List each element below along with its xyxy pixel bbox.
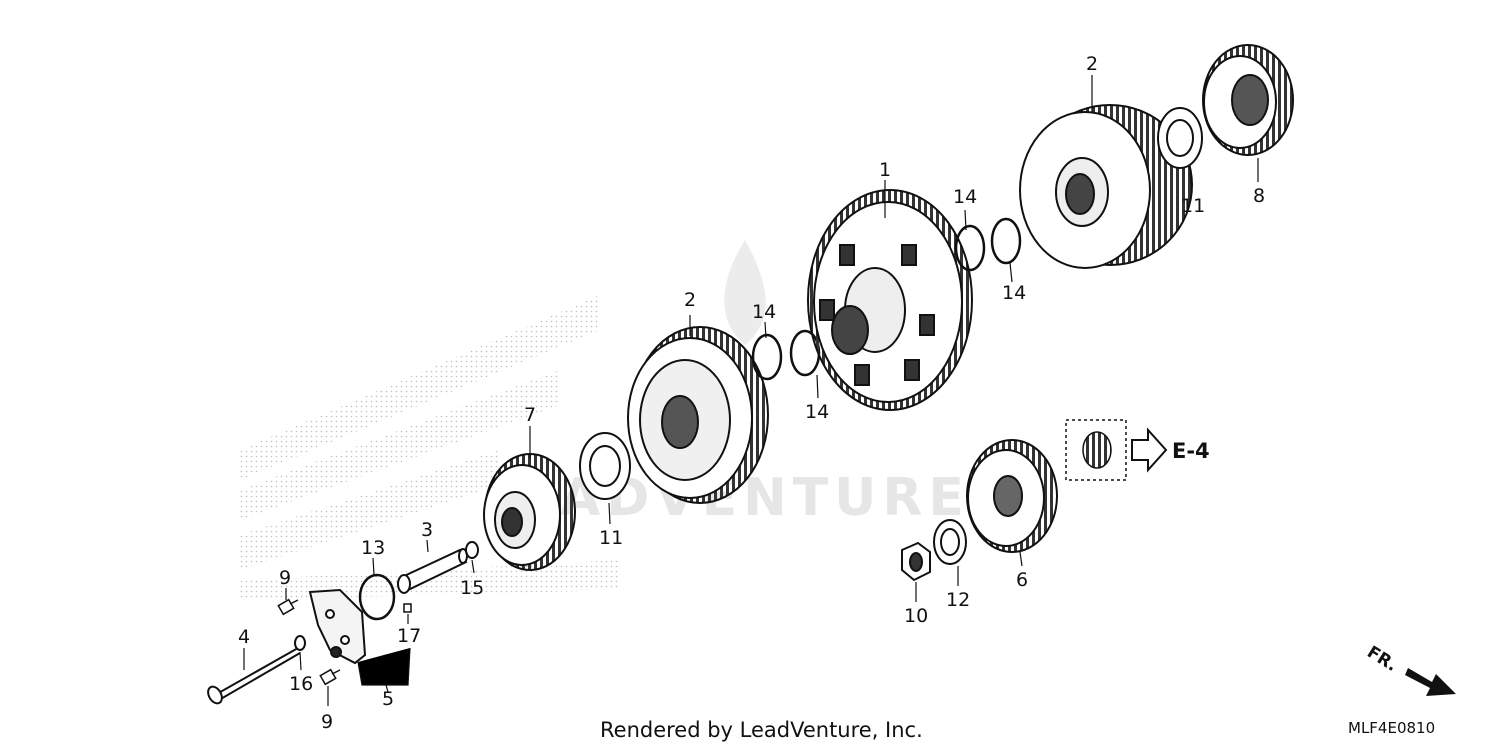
callout-1[interactable]: 1	[879, 159, 891, 181]
callout-4[interactable]: 4	[238, 626, 250, 648]
callout-12[interactable]: 12	[946, 589, 970, 611]
callout-5[interactable]: 5	[382, 688, 394, 710]
callout-17[interactable]: 17	[397, 625, 421, 647]
part-11-washer-right	[1157, 107, 1203, 169]
flame-watermark	[724, 240, 766, 345]
callout-2-right[interactable]: 2	[1086, 53, 1098, 75]
callout-9-upper[interactable]: 9	[279, 567, 291, 589]
part-9-bolt-lower	[319, 668, 341, 686]
callout-14-a[interactable]: 14	[953, 186, 977, 208]
part-9-bolt-upper	[277, 598, 299, 616]
front-direction-arrow: FR.	[1363, 642, 1456, 696]
reference-box-e4[interactable]: E-4	[1065, 419, 1210, 481]
leader-lines	[243, 75, 1259, 706]
part-2-clutch-drum-right	[1019, 104, 1193, 269]
callout-9-lower[interactable]: 9	[321, 711, 333, 733]
part-1-driven-gear	[807, 189, 973, 411]
front-label: FR.	[1363, 642, 1400, 676]
callout-11-left[interactable]: 11	[599, 527, 623, 549]
callout-3[interactable]: 3	[421, 519, 433, 541]
part-8-gear	[1202, 44, 1294, 156]
callout-6[interactable]: 6	[1016, 569, 1028, 591]
part-3-pipe	[397, 548, 468, 594]
part-12-washer	[933, 519, 967, 565]
callout-14-b[interactable]: 14	[1002, 282, 1026, 304]
part-7-gear	[483, 453, 576, 571]
part-10-nut	[901, 541, 931, 582]
callout-14-c[interactable]: 14	[752, 301, 776, 323]
part-5-cover-plate	[308, 588, 367, 665]
callout-2-left[interactable]: 2	[684, 289, 696, 311]
part-14-ring-c	[954, 224, 986, 272]
reference-label[interactable]: E-4	[1172, 439, 1210, 463]
part-15-ring	[465, 541, 479, 559]
callout-8[interactable]: 8	[1253, 185, 1265, 207]
callout-16[interactable]: 16	[289, 673, 313, 695]
wing-watermark	[240, 295, 620, 600]
callout-10[interactable]: 10	[904, 605, 928, 627]
part-4-bolt	[207, 647, 301, 705]
part-14-ring-a	[751, 333, 783, 381]
callout-7[interactable]: 7	[524, 404, 536, 426]
callout-13[interactable]: 13	[361, 537, 385, 559]
part-6-gear	[966, 439, 1058, 553]
callout-14-d[interactable]: 14	[805, 401, 829, 423]
part-13-o-ring	[358, 573, 396, 621]
part-11-washer-left	[579, 432, 631, 500]
part-17-dowel	[403, 603, 412, 613]
callouts: 1 2 2 3 4 5 6 7 8 9 9 10 11 11 12 13 14 …	[238, 53, 1265, 733]
rendered-by-credit: Rendered by LeadVenture, Inc.	[600, 718, 923, 742]
callout-11-right[interactable]: 11	[1181, 195, 1205, 217]
diagram-code: MLF4E0810	[1348, 719, 1436, 737]
part-14-ring-d	[990, 217, 1022, 265]
part-2-clutch-drum-left	[627, 326, 769, 504]
part-16-washer	[294, 635, 306, 651]
callout-15[interactable]: 15	[460, 577, 484, 599]
